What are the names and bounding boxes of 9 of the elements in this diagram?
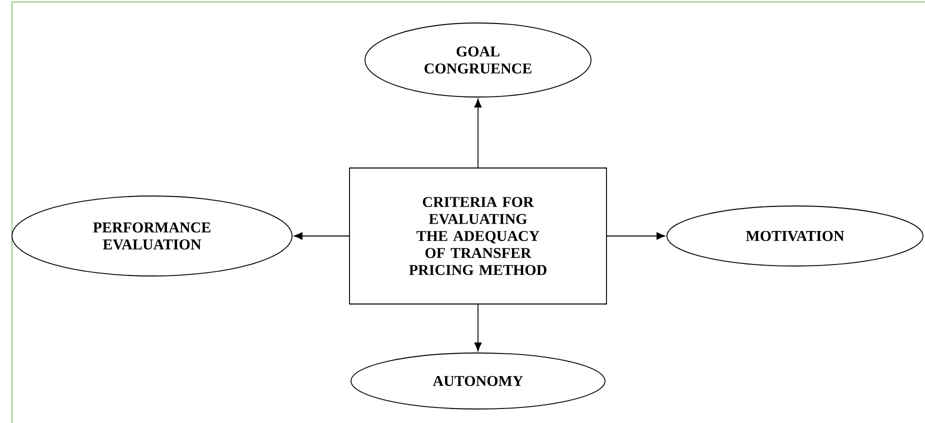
arrow <box>474 98 482 168</box>
ellipse-node: AUTONOMY <box>350 352 606 410</box>
arrow <box>294 232 350 240</box>
ellipse-node: PERFORMANCE EVALUATION <box>12 196 292 276</box>
arrow <box>606 232 666 240</box>
ellipse-node: MOTIVATION <box>666 206 924 266</box>
ellipse-node: GOAL CONGRUENCE <box>364 22 592 98</box>
process-box: CRITERIA FOR EVALUATING THE ADEQUACY OF TRANSFER PRICING METHOD <box>349 168 607 304</box>
arrow <box>474 304 482 352</box>
